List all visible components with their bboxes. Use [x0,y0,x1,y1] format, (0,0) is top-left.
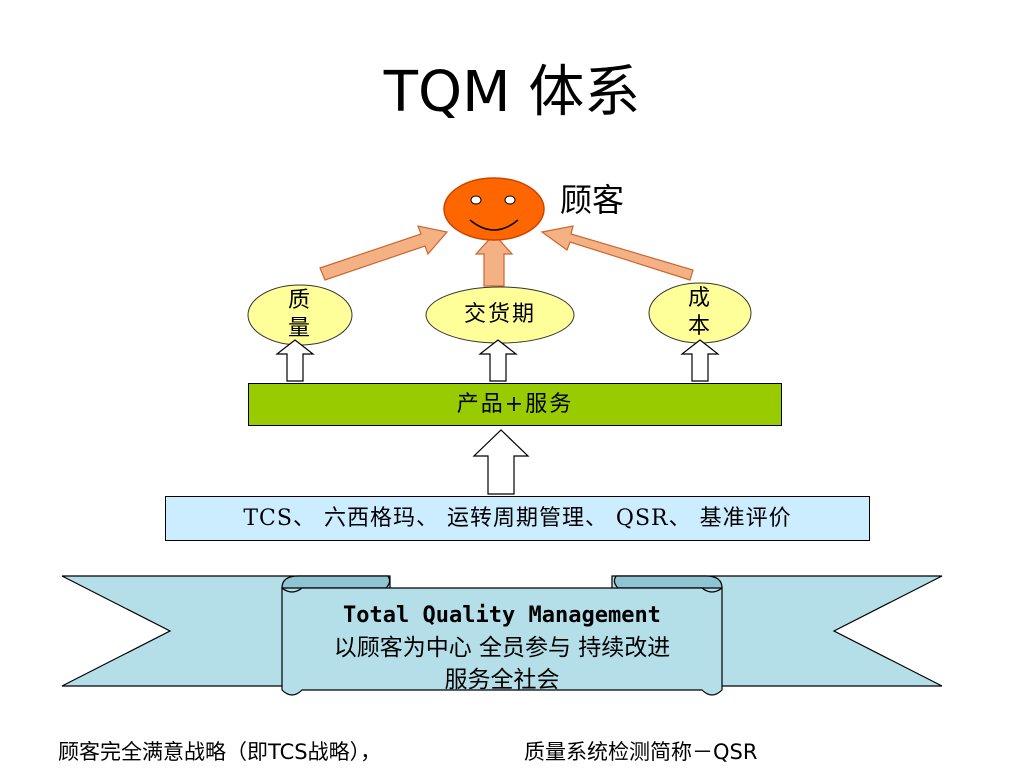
footer-qsr: 质量系统检测简称－QSR [524,740,758,764]
smiley-face-icon [443,177,545,241]
banner-text: Total Quality Management 以顾客为中心 全员参与 持续改… [282,600,722,696]
arrow-cost-to-customer [540,225,694,281]
quality-label-line: 质 量 [287,288,312,341]
customer-label: 顾客 [560,181,625,219]
footer-tcs-strategy: 顾客完全满意战略（即TCS战略）， [58,740,382,764]
methods-bar: TCS、 六西格玛、 运转周期管理、 QSR、 基准评价 [165,496,870,541]
hollow-arrow-to-delivery [478,339,518,382]
product-service-bar: 产品+服务 [248,383,782,426]
hollow-arrow-to-quality [275,339,315,382]
banner-line-en: Total Quality Management [343,603,661,628]
delivery-label: 交货期 [463,302,536,327]
tqm-ribbon-banner [61,575,943,696]
cost-label: 成 本 [687,286,712,339]
arrow-delivery-to-customer [474,233,514,287]
banner-line-principles: 以顾客为中心 全员参与 持续改进 [333,635,671,661]
quality-label: 质 量 [270,287,330,343]
page-title: TQM 体系 [383,60,641,125]
banner-line-society: 服务全社会 [444,667,560,693]
hollow-arrow-methods-to-product [472,429,530,495]
arrow-quality-to-customer [319,225,449,281]
hollow-arrow-to-cost [680,339,720,382]
